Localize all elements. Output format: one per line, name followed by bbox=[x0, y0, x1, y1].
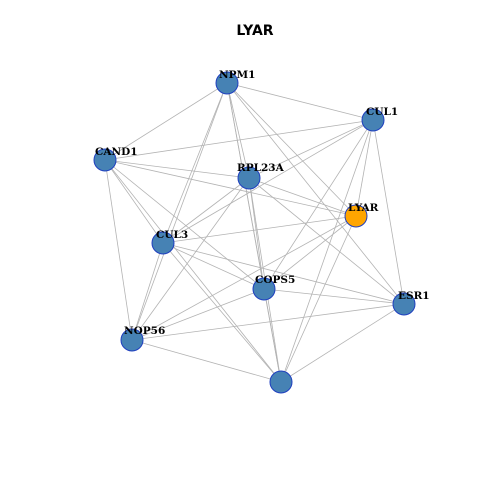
edge-rpl23a-cul3 bbox=[162, 177, 250, 244]
edge-cul1-cops5 bbox=[263, 119, 374, 290]
edge-cand1-cul3 bbox=[104, 159, 164, 244]
edge-npm1-esr1 bbox=[226, 82, 405, 305]
edge-rpl23a-lyar bbox=[248, 177, 357, 217]
edge-cul3-esr1 bbox=[162, 242, 405, 305]
edge-cul1-cand1 bbox=[104, 119, 374, 161]
node-label-nop56: NOP56 bbox=[124, 325, 165, 337]
node-cul3[interactable] bbox=[151, 231, 175, 255]
edge-npm1-rpl23a bbox=[226, 82, 250, 179]
nodes-layer bbox=[93, 71, 416, 394]
edge-cul3-cops5 bbox=[162, 242, 265, 290]
edge-cul1-esr1 bbox=[372, 119, 405, 305]
node-cul1[interactable] bbox=[361, 108, 385, 132]
edge-cul1-cul3 bbox=[162, 119, 374, 244]
edge-npm1-cul3 bbox=[162, 82, 228, 244]
edge-cops5-nop56 bbox=[131, 288, 265, 341]
node-cand1[interactable] bbox=[93, 148, 117, 172]
node-label-npm1: NPM1 bbox=[219, 69, 255, 81]
edge-esr1-unlabeled bbox=[280, 303, 405, 383]
edge-cops5-esr1 bbox=[263, 288, 405, 305]
edge-cand1-nop56 bbox=[104, 159, 133, 341]
graph-title: LYAR bbox=[236, 23, 273, 39]
node-label-rpl23a: RPL23A bbox=[237, 162, 285, 174]
edge-lyar-cops5 bbox=[263, 215, 357, 290]
node-nop56[interactable] bbox=[120, 328, 144, 352]
edge-npm1-cul1 bbox=[226, 82, 374, 121]
edge-cand1-lyar bbox=[104, 159, 357, 217]
edge-nop56-unlabeled bbox=[131, 339, 282, 383]
edge-cand1-rpl23a bbox=[104, 159, 250, 179]
edges-layer bbox=[104, 82, 405, 383]
node-esr1[interactable] bbox=[392, 292, 416, 316]
edge-cops5-unlabeled bbox=[263, 288, 282, 383]
edge-cand1-cops5 bbox=[104, 159, 265, 290]
node-label-cul3: CUL3 bbox=[156, 229, 188, 241]
edge-cand1-unlabeled bbox=[104, 159, 282, 383]
node-label-cul1: CUL1 bbox=[366, 106, 398, 118]
edge-cul1-unlabeled bbox=[280, 119, 374, 383]
edge-cul1-lyar bbox=[355, 119, 374, 217]
edge-lyar-unlabeled bbox=[280, 215, 357, 383]
edge-npm1-cand1 bbox=[104, 82, 228, 161]
edge-lyar-cul3 bbox=[162, 215, 357, 244]
node-label-esr1: ESR1 bbox=[398, 290, 430, 302]
node-label-lyar: LYAR bbox=[348, 202, 379, 214]
edge-cul3-nop56 bbox=[131, 242, 164, 341]
edge-rpl23a-nop56 bbox=[131, 177, 250, 341]
node-label-cand1: CAND1 bbox=[95, 146, 138, 158]
node-cops5[interactable] bbox=[252, 277, 276, 301]
edge-cul3-unlabeled bbox=[162, 242, 282, 383]
edge-esr1-nop56 bbox=[131, 303, 405, 341]
edge-npm1-nop56 bbox=[131, 82, 228, 341]
edge-rpl23a-esr1 bbox=[248, 177, 405, 305]
edge-lyar-nop56 bbox=[131, 215, 357, 341]
node-npm1[interactable] bbox=[215, 71, 239, 95]
node-unlabeled[interactable] bbox=[269, 370, 293, 394]
node-rpl23a[interactable] bbox=[237, 166, 261, 190]
node-label-cops5: COPS5 bbox=[255, 274, 295, 286]
node-lyar[interactable] bbox=[344, 204, 368, 228]
edge-npm1-lyar bbox=[226, 82, 357, 217]
edge-cul1-rpl23a bbox=[248, 119, 374, 179]
